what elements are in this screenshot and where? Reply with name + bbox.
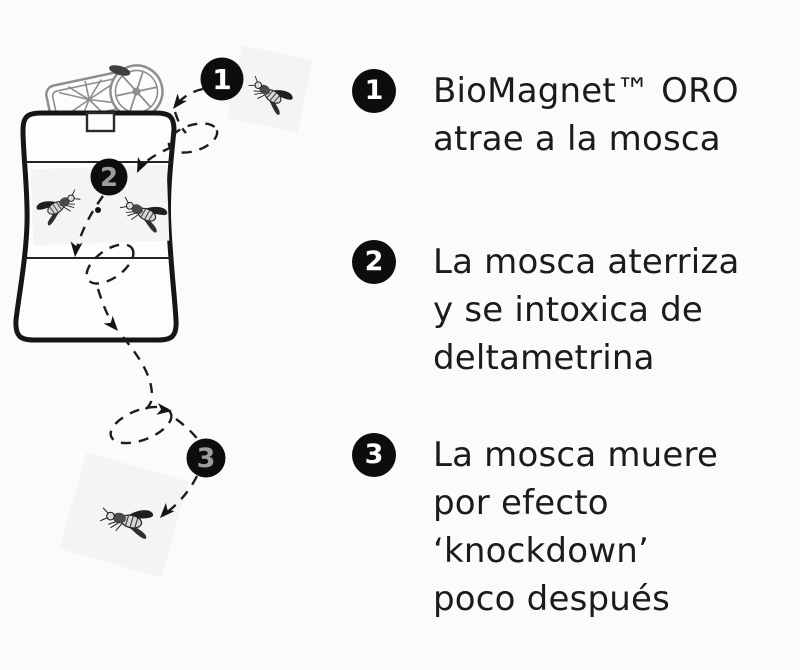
flight-loop-2: [85, 243, 135, 285]
flight-arrow-2: [137, 156, 149, 173]
step-1-text: BioMagnet™ ORO atrae a la mosca: [433, 71, 739, 159]
flight-arrow-3: [70, 241, 83, 257]
flight-loop-1: [167, 122, 219, 154]
step-1-badge: 1: [352, 69, 396, 113]
flight-arrow-1: [173, 93, 187, 109]
step-3-badge: 3: [352, 433, 396, 477]
bag-hanging-tab: [85, 111, 116, 133]
step-1: 1 BioMagnet™ ORO atrae a la mosca: [352, 67, 739, 163]
flight-arrow-6: [160, 502, 175, 518]
trap-diagram-illustration: 1 2 3: [13, 45, 313, 578]
lure-brand-label: [109, 65, 131, 76]
diagram-marker-2-number: 2: [100, 163, 118, 193]
flight-arrow-5: [156, 402, 172, 415]
diagram-marker-1: 1: [200, 57, 244, 101]
bag-photo-background: [30, 164, 170, 246]
diagram-marker-3: 3: [186, 438, 226, 478]
lure-wheel-hub: [132, 87, 141, 96]
step-3-text: La mosca muere por efecto ‘knockdown’ po…: [433, 435, 719, 619]
flight-path: [70, 87, 219, 518]
diagram-marker-2: 2: [90, 158, 128, 196]
lure-wheel-spokes: [115, 71, 158, 112]
diagram-marker-3-number: 3: [197, 443, 216, 474]
lure-starburst: [58, 79, 117, 117]
step-2-text: La mosca aterriza y se intoxica de delta…: [433, 242, 740, 378]
step-3: 3 La mosca muere por efecto ‘knockdown’ …: [352, 431, 718, 623]
step-2: 2 La mosca aterriza y se intoxica de del…: [352, 238, 740, 382]
bag-dot: [95, 207, 101, 213]
flight-arrow-4: [103, 315, 118, 331]
flight-loop-3: [109, 405, 173, 445]
diagram-marker-1-number: 1: [212, 63, 231, 96]
approaching-fly-photo-background: [227, 45, 313, 133]
step-2-badge: 2: [352, 240, 396, 284]
